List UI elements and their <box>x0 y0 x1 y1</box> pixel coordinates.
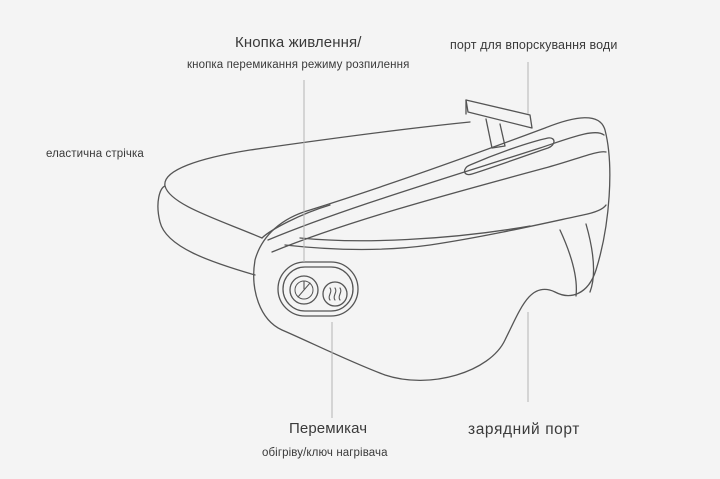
power-mist-icon[interactable] <box>289 275 319 305</box>
power-button-title: Кнопка живлення/ <box>235 34 362 51</box>
water-port <box>465 99 533 149</box>
heat-switch-title: Перемикач <box>289 420 368 437</box>
power-button-subtitle: кнопка перемикання режиму розпилення <box>187 59 410 71</box>
water-port-label: порт для впорскування води <box>450 38 618 52</box>
heat-waves-icon[interactable] <box>322 281 348 307</box>
elastic-strap-label: еластична стрічка <box>46 148 144 160</box>
heat-switch-subtitle: обігріву/ключ нагрівача <box>262 447 388 459</box>
charging-port-label: зарядний порт <box>468 421 580 438</box>
elastic-strap <box>157 121 471 276</box>
massager-body <box>253 117 611 381</box>
control-panel <box>277 261 359 317</box>
